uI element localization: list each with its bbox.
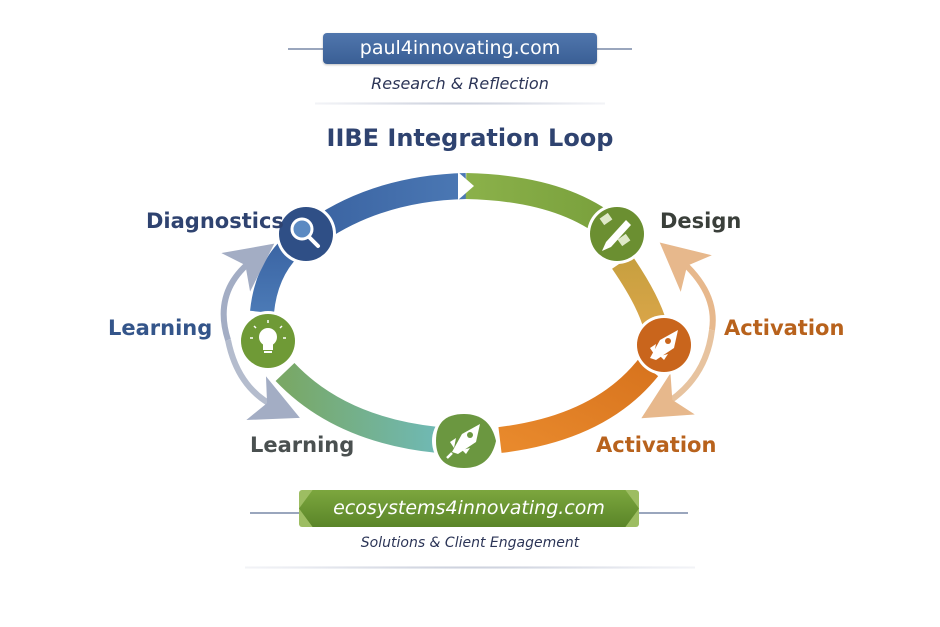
bottom-subtitle: Solutions & Client Engagement [360, 535, 580, 551]
top-divider [315, 102, 605, 105]
label-learning-bottom: Learning [250, 433, 355, 457]
right-feedback-arrow-down [641, 329, 715, 419]
diagram-title: IIBE Integration Loop [326, 124, 614, 152]
segment-bottom-to-learning [275, 362, 440, 453]
top-banner-line-left [288, 48, 328, 50]
top-subtitle: Research & Reflection [371, 74, 549, 93]
label-activation-bottom: Activation [596, 433, 717, 457]
bottom-site-banner[interactable]: ecosystems4innovating.com [333, 497, 605, 519]
node-learning [238, 311, 298, 371]
segment-diagnostics-to-design-green [465, 173, 619, 239]
rocket-icon [650, 330, 678, 360]
right-feedback-arrow-up [659, 242, 716, 331]
label-diagnostics: Diagnostics [146, 209, 284, 233]
rocket-icon [446, 424, 480, 459]
segment-design-to-activation [612, 255, 667, 329]
left-feedback-arrow-up [220, 243, 275, 341]
bottom-banner-line-right [636, 512, 688, 514]
bottom-banner-ribbon [299, 490, 639, 527]
bottom-divider [245, 566, 695, 569]
top-site-banner[interactable]: paul4innovating.com [323, 33, 597, 64]
node-design [587, 204, 647, 264]
pencil-ruler-icon [599, 212, 631, 251]
segment-activation-to-bottom [498, 359, 659, 453]
label-learning-left: Learning [108, 316, 213, 340]
node-diagnostics [276, 204, 336, 264]
magnifier-icon [290, 217, 320, 248]
label-design: Design [660, 209, 742, 233]
left-feedback-arrow-down [225, 339, 300, 421]
node-bottom-launch [432, 409, 496, 473]
top-banner-line-right [592, 48, 632, 50]
label-activation-right: Activation [724, 316, 845, 340]
chevron-joint [458, 172, 474, 200]
segment-diagnostics-to-design-blue [310, 173, 467, 241]
segment-learning-to-diagnostics [250, 239, 299, 314]
lightbulb-icon [250, 320, 286, 353]
bottom-banner-line-left [250, 512, 302, 514]
node-activation [634, 315, 694, 375]
